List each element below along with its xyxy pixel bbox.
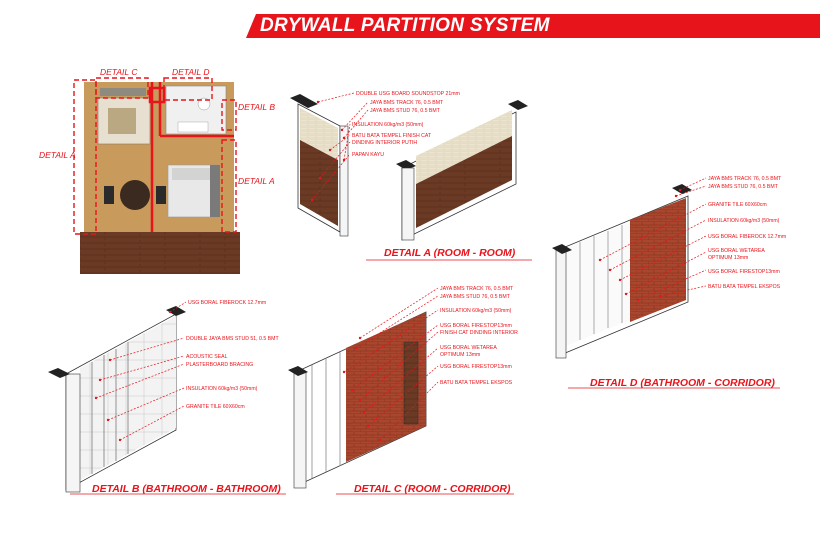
detail-d-label-8: USG BORAL FIRESTOP13mm [708, 269, 780, 275]
detail-a-box-right [221, 139, 237, 233]
detail-c-drawing: JAYA BMS TRACK 76, 0.5 BMT JAYA BMS STUD… [288, 286, 518, 495]
detail-a-drawing: DOUBLE USG BOARD SOUNDSTOP 21mm JAYA BMS… [290, 91, 532, 261]
detail-d-title: DETAIL D (BATHROOM - CORRIDOR) [590, 377, 775, 389]
detail-b-label-6: GRANITE TILE 60X60cm [186, 404, 245, 410]
detail-c-label-7: OPTIMUM 13mm [440, 352, 480, 358]
plan-dining-table [120, 180, 150, 210]
detail-c-label-5: FINISH CAT DINDING INTERIOR [440, 330, 518, 336]
detail-b-label-3: ACOUSTIC SEAL [186, 354, 228, 360]
detail-c-label-3: INSULATION 60kg/m3 (50mm) [440, 308, 512, 314]
plan-label-detail-a-right: DETAIL A [238, 176, 275, 186]
plan-label-detail-d: DETAIL D [172, 67, 209, 77]
detail-a-label-4: INSULATION 60kg/m3 (50mm) [352, 122, 424, 128]
detail-d-label-9: BATU BATA TEMPEL EKSPOS [708, 284, 781, 290]
detail-a-label-6: DINDING INTERIOR PUTIH [352, 140, 417, 146]
detail-a-label-3: JAYA BMS STUD 76, 0.5 BMT [370, 108, 441, 114]
detail-b-label-2: DOUBLE JAYA BMS STUD 51, 0.5 BMT [186, 336, 279, 342]
detail-d-box [163, 77, 213, 101]
detail-b-label-5: INSULATION 60kg/m3 (50mm) [186, 386, 258, 392]
detail-d-label-7: OPTIMUM 13mm [708, 255, 748, 261]
detail-a-box-left [73, 79, 97, 235]
plan-deck [80, 232, 240, 274]
detail-c-label-6: USG BORAL WETAREA [440, 345, 497, 351]
detail-c-label-2: JAYA BMS STUD 76, 0.5 BMT [440, 294, 511, 300]
detail-d-label-6: USG BORAL WETAREA [708, 248, 765, 254]
detail-d-drawing: JAYA BMS TRACK 76, 0.5 BMT JAYA BMS STUD… [552, 176, 786, 389]
detail-c-label-4: USG BORAL FIRESTOP13mm [440, 323, 512, 329]
detail-b-box [221, 99, 237, 131]
detail-b-title: DETAIL B (BATHROOM - BATHROOM) [92, 483, 281, 495]
detail-c-label-9: BATU BATA TEMPEL EKSPOS [440, 380, 513, 386]
page-title: DRYWALL PARTITION SYSTEM [260, 15, 550, 36]
detail-c-label-8: USG BORAL FIRESTOP13mm [440, 364, 512, 370]
detail-a-title: DETAIL A (ROOM - ROOM) [384, 247, 516, 259]
detail-b-drawing: USG BORAL FIBEROCK 12.7mm DOUBLE JAYA BM… [48, 300, 286, 495]
detail-a-label-7: PAPAN KAYU [352, 152, 384, 158]
plan-label-detail-c: DETAIL C [100, 67, 138, 77]
detail-d-label-3: GRANITE TILE 60X60cm [708, 202, 767, 208]
detail-b-label-1: USG BORAL FIBEROCK 12.7mm [188, 300, 266, 306]
detail-a-label-1: DOUBLE USG BOARD SOUNDSTOP 21mm [356, 91, 460, 97]
detail-c-title: DETAIL C (ROOM - CORRIDOR) [354, 483, 511, 495]
detail-c-door [403, 341, 419, 425]
detail-d-label-2: JAYA BMS STUD 76, 0.5 BMT [708, 184, 779, 190]
detail-d-label-1: JAYA BMS TRACK 76, 0.5 BMT [708, 176, 782, 182]
detail-a-label-2: JAYA BMS TRACK 76, 0.5 BMT [370, 100, 444, 106]
plan-label-detail-a-left: DETAIL A [39, 150, 76, 160]
detail-c-box [95, 77, 149, 99]
detail-a-label-5: BATU BATA TEMPEL FINISH CAT [352, 133, 432, 139]
title-banner [246, 14, 820, 38]
floor-plan: DETAIL A DETAIL C DETAIL D DETAIL B DETA… [39, 67, 275, 274]
detail-b-label-4: PLASTERBOARD BRACING [186, 362, 253, 368]
detail-d-label-4: INSULATION 60kg/m3 (50mm) [708, 218, 780, 224]
detail-c-label-1: JAYA BMS TRACK 76, 0.5 BMT [440, 286, 514, 292]
plan-label-detail-b: DETAIL B [238, 102, 275, 112]
detail-d-label-5: USG BORAL FIBEROCK 12.7mm [708, 234, 786, 240]
